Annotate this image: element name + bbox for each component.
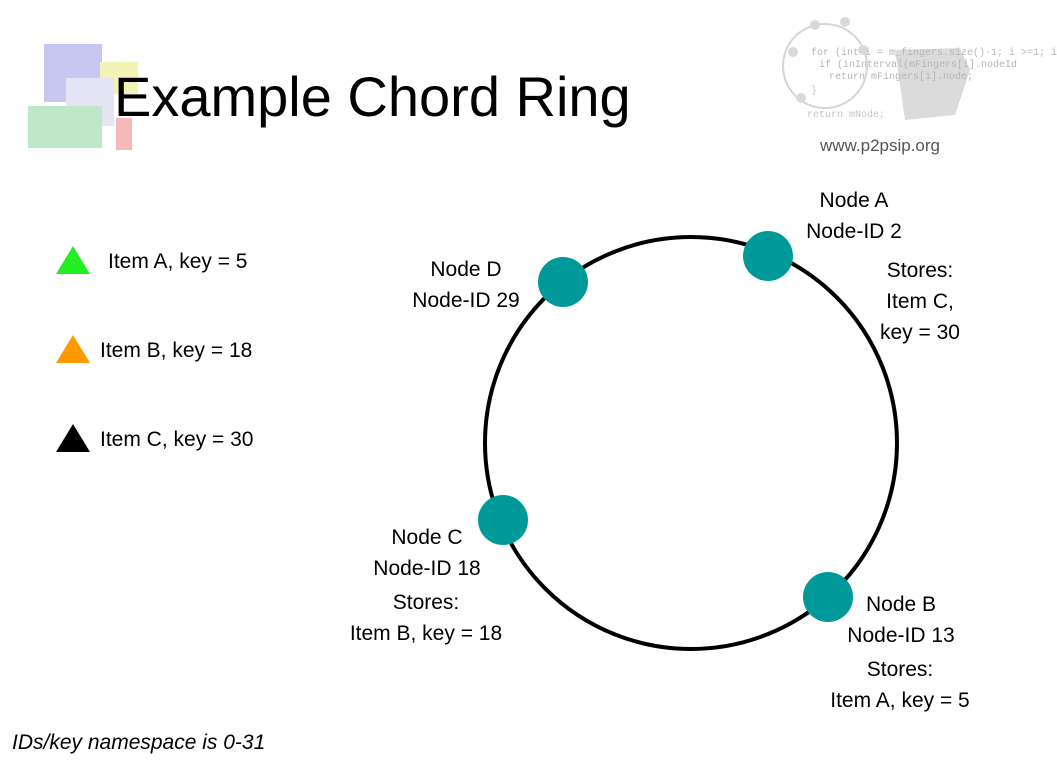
node-c-stores-label: Stores: xyxy=(392,591,460,614)
node-b-stores-label: Stores: xyxy=(866,658,934,681)
node-b-stores: Stores: Item A, key = 5 xyxy=(800,654,1000,716)
node-a-label: Node A Node-ID 2 xyxy=(774,185,934,247)
node-a-stores-line2: key = 30 xyxy=(880,321,960,344)
node-a-stores-label: Stores: xyxy=(886,259,954,282)
node-b-marker xyxy=(803,572,853,622)
watermark-code-line: } xyxy=(811,86,818,97)
ring-circle xyxy=(483,235,899,651)
node-d-id: Node-ID 29 xyxy=(412,289,520,312)
chord-ring-diagram xyxy=(478,231,899,651)
node-c-label: Node C Node-ID 18 xyxy=(347,522,507,584)
node-b-label: Node B Node-ID 13 xyxy=(821,589,981,651)
node-c-name: Node C xyxy=(391,526,463,549)
p2psip-logo-watermark: for (int i = m_fingers.size()-1; i >=1; … xyxy=(775,10,1057,128)
node-d-name: Node D xyxy=(430,258,502,281)
node-a-stores: Stores: Item C, key = 30 xyxy=(850,255,990,348)
watermark-code-line: return mNode; xyxy=(807,110,886,121)
node-c-id: Node-ID 18 xyxy=(373,557,481,580)
namespace-footnote: IDs/key namespace is 0-31 xyxy=(12,731,266,754)
decorative-squares xyxy=(28,40,168,160)
watermark-code-line: return mFingers[i].node; xyxy=(829,72,974,83)
legend-triangle-item-c xyxy=(56,424,90,452)
legend-triangle-item-a xyxy=(56,246,90,274)
watermark-code-line: if (inInterval(mFingers[i].nodeId xyxy=(819,60,1018,71)
node-b-name: Node B xyxy=(865,593,937,616)
node-d-marker xyxy=(538,257,588,307)
legend-triangle-item-b xyxy=(56,335,90,363)
legend-label-item-a: Item A, key = 5 xyxy=(108,250,248,273)
node-c-stores-line1: Item B, key = 18 xyxy=(349,622,503,645)
node-a-marker xyxy=(743,231,793,281)
legend-label-item-b: Item B, key = 18 xyxy=(100,339,253,362)
slide-title: Example Chord Ring xyxy=(114,65,631,128)
node-c-stores: Stores: Item B, key = 18 xyxy=(326,587,526,649)
watermark-code-line: for (int i = m_fingers.size()-1; i >=1; … xyxy=(811,48,1057,59)
node-a-id: Node-ID 2 xyxy=(806,220,902,243)
node-d-label: Node D Node-ID 29 xyxy=(386,254,546,316)
website-url: www.p2psip.org xyxy=(820,136,941,155)
node-b-id: Node-ID 13 xyxy=(847,624,955,647)
node-b-stores-line1: Item A, key = 5 xyxy=(830,689,970,712)
node-a-name: Node A xyxy=(819,189,889,212)
node-a-stores-line1: Item C, xyxy=(886,290,954,313)
node-c-marker xyxy=(478,495,528,545)
legend-label-item-c: Item C, key = 30 xyxy=(100,428,254,451)
